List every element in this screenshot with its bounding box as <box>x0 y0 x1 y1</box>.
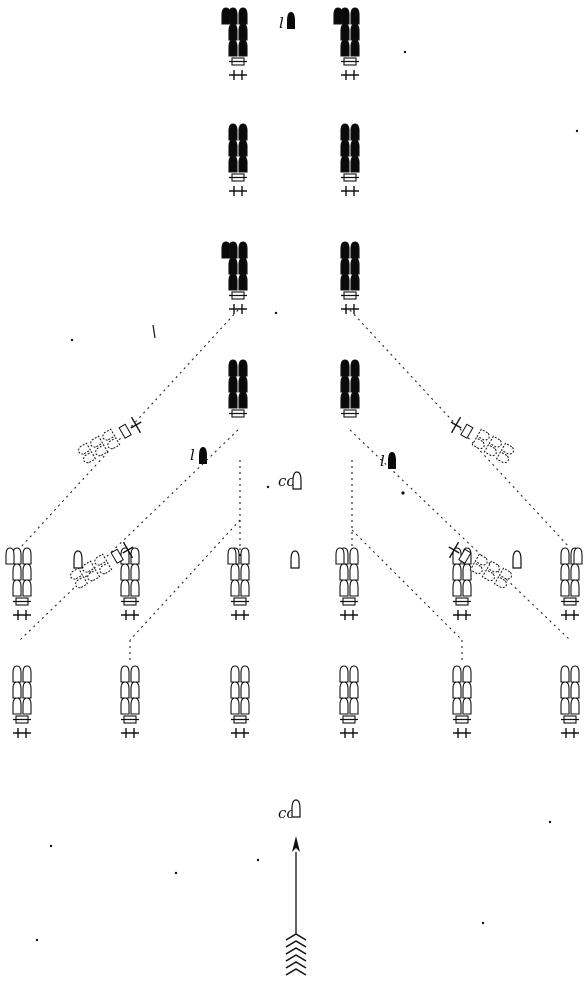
dark-leading-soldier <box>333 7 343 25</box>
light-unit-c3-b1 <box>230 547 250 620</box>
speck <box>548 820 552 824</box>
marker-lone-right-icon <box>512 550 522 569</box>
speck <box>70 338 74 342</box>
dark-unit-c2-b2 <box>340 123 360 196</box>
light-leading-soldier <box>573 547 583 565</box>
light-unit-c1-b2 <box>12 665 32 738</box>
speck <box>35 938 39 942</box>
light-leading-soldier <box>335 547 345 565</box>
dotted-route-line <box>19 309 239 549</box>
dark-leading-soldier <box>221 7 231 25</box>
dark-unit-c2-b3 <box>340 241 360 314</box>
dark-unit-c2-b4 <box>340 359 360 418</box>
dotted-routes <box>19 309 571 660</box>
diagonal-unit-lower-right <box>448 541 512 589</box>
speck <box>401 491 405 495</box>
light-unit-c3-b2 <box>230 665 250 738</box>
speck <box>403 50 407 54</box>
light-unit-c6-b2 <box>560 665 580 738</box>
light-unit-c4-b2 <box>339 665 359 738</box>
marker-top-center-icon <box>287 12 295 29</box>
diagonal-unit-upper-left <box>78 416 142 464</box>
diagonal-unit-lower-left <box>70 541 134 589</box>
label-mid-left: l <box>190 446 195 464</box>
light-unit-c2-b1 <box>120 547 140 620</box>
diagonal-unit-upper-right <box>450 416 514 464</box>
dotted-route-line <box>19 429 239 641</box>
speck <box>266 485 270 489</box>
speck <box>152 324 156 339</box>
speck <box>575 129 579 133</box>
marker-mid-center-icon <box>292 471 302 490</box>
troop-units <box>5 7 583 738</box>
dotted-route-line <box>351 529 463 641</box>
label-mid-center: cc <box>278 472 295 490</box>
label-top-center: l <box>279 14 284 32</box>
speck <box>256 858 260 862</box>
dotted-route-line <box>349 309 571 549</box>
speck <box>481 921 485 925</box>
light-unit-c5-b2 <box>452 665 472 738</box>
marker-bottom-center-icon <box>291 799 301 818</box>
diagonal-moving-units <box>70 416 514 589</box>
marker-lone-icon <box>290 550 300 569</box>
light-leading-soldier <box>227 547 237 565</box>
dark-unit-c1-b1 <box>228 7 248 80</box>
marker-mid-right-icon <box>388 452 396 469</box>
dark-unit-c1-b3 <box>228 241 248 314</box>
dark-unit-c2-b1 <box>340 7 360 80</box>
label-bottom-center: cc <box>278 804 295 822</box>
dotted-route-line <box>349 429 571 641</box>
light-unit-c1-b1 <box>12 547 32 620</box>
speck <box>49 844 53 848</box>
dark-leading-soldier <box>221 241 231 259</box>
speck <box>174 871 178 875</box>
label-mid-right: l <box>380 452 385 470</box>
dark-unit-c1-b2 <box>228 123 248 196</box>
marker-lone-left-icon <box>73 550 83 569</box>
marker-mid-left-icon <box>199 447 207 464</box>
dark-unit-c1-b4 <box>228 359 248 418</box>
light-leading-soldier <box>5 547 15 565</box>
speck <box>274 311 278 315</box>
light-unit-c2-b2 <box>120 665 140 738</box>
direction-arrow-icon <box>285 836 307 976</box>
dotted-route-line <box>129 519 241 641</box>
